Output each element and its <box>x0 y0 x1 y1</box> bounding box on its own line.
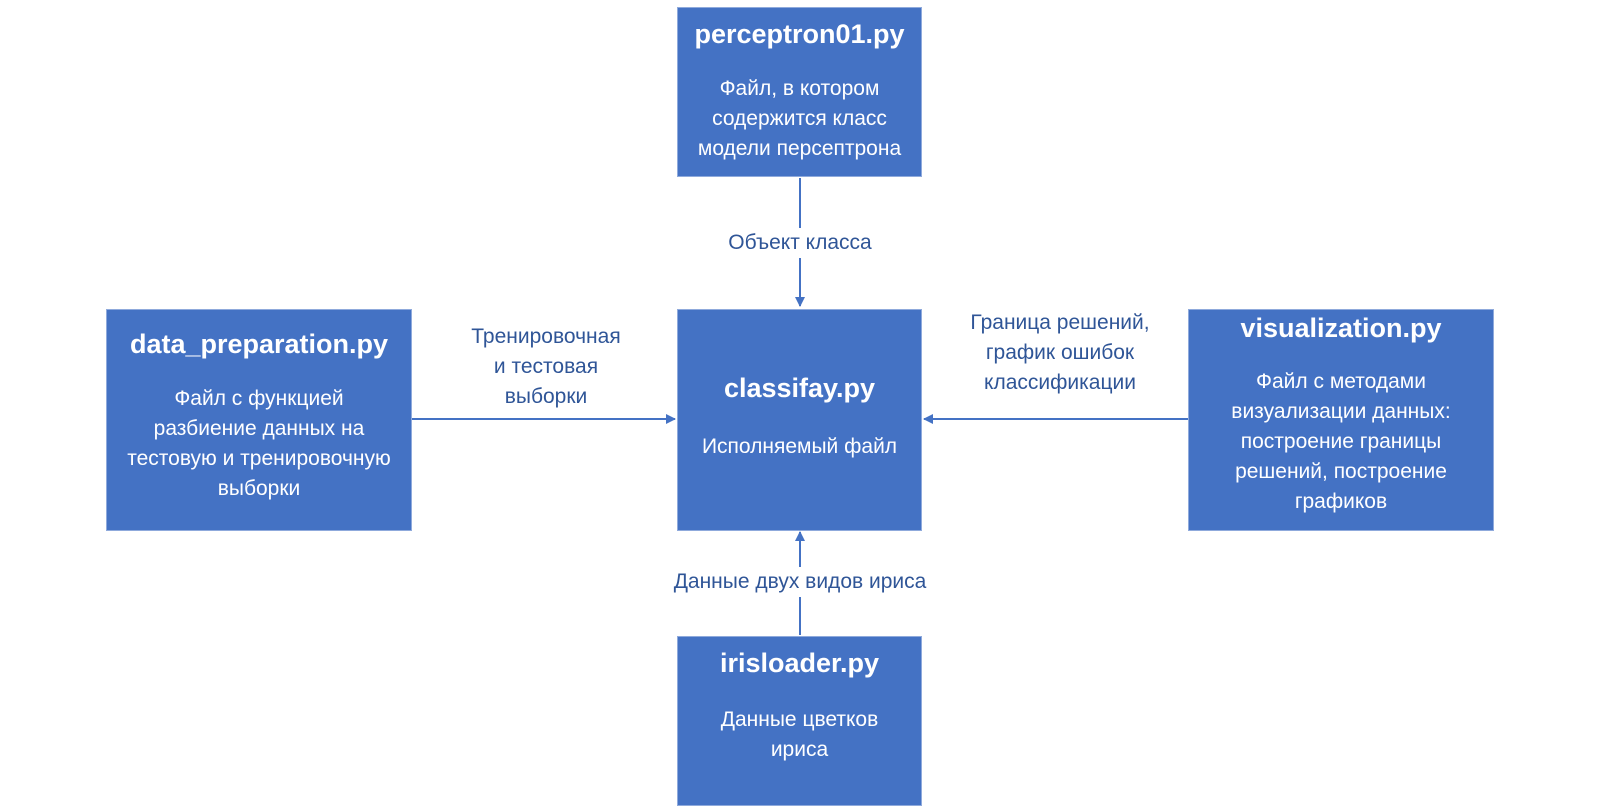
edge-label-line: Данные двух видов ириса <box>673 570 927 593</box>
node-perceptron-title: perceptron01.py <box>694 19 905 49</box>
edge-label-data-preparation-to-classifay: Тренировочная и тестовая выборки <box>446 322 646 412</box>
desc-line: Данные цветков <box>720 708 879 731</box>
desc-line: Файл с методами <box>1256 370 1426 393</box>
desc-line: тестовую и тренировочную <box>127 447 391 470</box>
node-data-preparation: data_preparation.py Файл с функцией разб… <box>106 309 412 531</box>
desc-line: Исполняемый файл <box>701 435 898 458</box>
node-visualization-desc: Файл с методами визуализации данных: пос… <box>1231 367 1450 517</box>
desc-line: Файл, в котором <box>719 77 880 100</box>
node-irisloader-title: irisloader.py <box>719 648 880 678</box>
node-classifay-desc: Исполняемый файл <box>702 432 897 462</box>
node-perceptron: perceptron01.py Файл, в котором содержит… <box>677 7 922 177</box>
node-data-preparation-title: data_preparation.py <box>129 329 389 359</box>
desc-line: ириса <box>770 738 829 761</box>
edge-label-line: график ошибок <box>985 341 1135 364</box>
edge-label-perceptron-to-classifay: Объект класса <box>700 228 900 258</box>
node-classifay-title: classifay.py <box>723 373 876 403</box>
edge-label-irisloader-to-classifay: Данные двух видов ириса <box>640 567 960 597</box>
desc-line: визуализации данных: <box>1231 400 1451 423</box>
desc-line: содержится класс <box>712 107 887 130</box>
desc-line: Файл с функцией <box>174 387 344 410</box>
desc-line: решений, построение <box>1235 460 1447 483</box>
node-visualization: visualization.py Файл с методами визуали… <box>1188 309 1494 531</box>
node-data-preparation-desc: Файл с функцией разбиение данных на тест… <box>127 384 391 504</box>
node-irisloader: irisloader.py Данные цветков ириса <box>677 636 922 806</box>
node-classifay: classifay.py Исполняемый файл <box>677 309 922 531</box>
node-irisloader-desc: Данные цветков ириса <box>721 705 879 765</box>
edge-label-line: классификации <box>984 371 1136 394</box>
desc-line: разбиение данных на <box>153 417 365 440</box>
edge-label-line: Тренировочная <box>471 325 621 348</box>
edge-label-line: и тестовая <box>493 355 599 378</box>
node-visualization-title: visualization.py <box>1240 313 1442 343</box>
desc-line: построение границы <box>1240 430 1442 453</box>
edge-label-line: Объект класса <box>728 231 872 254</box>
edge-label-line: Граница решений, <box>970 311 1150 334</box>
desc-line: выборки <box>217 477 301 500</box>
desc-line: графиков <box>1294 490 1388 513</box>
edge-label-line: выборки <box>504 385 588 408</box>
node-perceptron-desc: Файл, в котором содержится класс модели … <box>698 74 901 164</box>
desc-line: модели персептрона <box>697 137 902 160</box>
edge-label-visualization-to-classifay: Граница решений, график ошибок классифик… <box>950 308 1170 398</box>
